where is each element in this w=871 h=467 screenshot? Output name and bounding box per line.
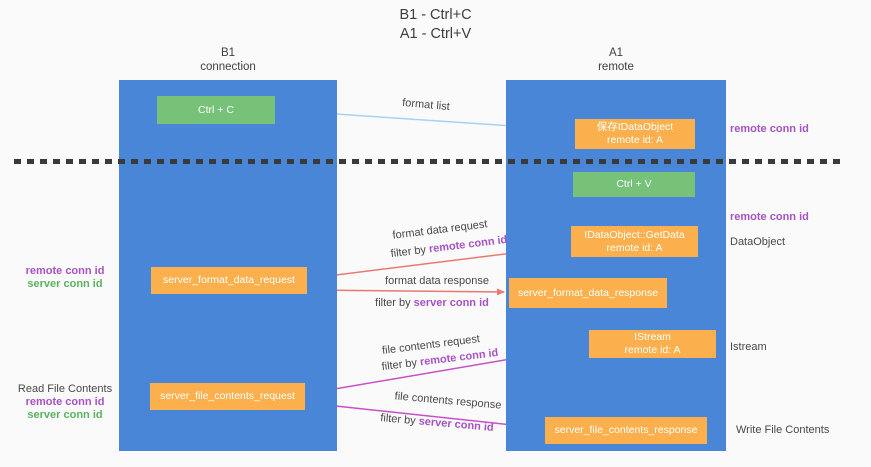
- node-server-file-contents-response: server_file_contents_response: [545, 417, 707, 444]
- node-ctrl-c-line-1: Ctrl + C: [198, 103, 234, 116]
- node-save-idataobject-line-2: remote id: A: [606, 134, 664, 146]
- node-save-idataobject-line-1: 保存IDataObject: [596, 121, 674, 133]
- column-title-a1: A1: [608, 47, 624, 59]
- title-line-2: A1 - Ctrl+V: [399, 26, 472, 42]
- format-list-label: format list: [402, 97, 451, 113]
- format-data-request-filter-label-part-2: remote conn id: [428, 233, 508, 256]
- column-subtitle-a1: remote: [598, 61, 634, 73]
- read-file-contents-label-line-1: Read File Contents: [17, 383, 113, 395]
- format-data-response-label-part-1: format data response: [385, 275, 489, 287]
- remote-conn-id-right-1: remote conn id: [730, 123, 809, 136]
- format-data-response-label: format data response: [385, 275, 489, 287]
- file-contents-response-filter-label: filter by server conn id: [380, 412, 494, 434]
- read-file-contents-label-line-2: remote conn id: [25, 396, 105, 408]
- node-idataobject-getdata-line-1: IDataObject::GetData: [584, 228, 685, 241]
- dashed-divider: [14, 159, 846, 164]
- istream-label-line-1: Istream: [730, 341, 767, 353]
- node-ctrl-v: Ctrl + V: [573, 172, 695, 197]
- node-server-format-data-response-line-1: server_format_data_response: [517, 286, 659, 299]
- diagram-title: B1 - Ctrl+C A1 - Ctrl+V: [0, 6, 871, 44]
- node-server-file-contents-request-line-1: server_file_contents_request: [160, 390, 295, 402]
- node-ctrl-c: Ctrl + C: [157, 96, 275, 124]
- format-data-response-filter-label-part-2: server conn id: [413, 297, 489, 309]
- file-contents-request-filter-label-part-1: filter by: [381, 356, 421, 374]
- node-server-format-data-request-line-1: server_format_data_request: [163, 274, 295, 286]
- file-contents-response-filter-label-part-2: server conn id: [418, 415, 495, 434]
- format-list-label-part-1: format list: [401, 96, 451, 114]
- file-contents-response-label-part-1: file contents response: [394, 390, 502, 412]
- node-ctrl-v-line-1: Ctrl + V: [616, 178, 652, 190]
- file-contents-response-label: file contents response: [394, 390, 502, 411]
- remote-conn-id-right-1-line-1: remote conn id: [730, 123, 809, 135]
- column-subtitle-b1: connection: [200, 61, 256, 73]
- title-line-1: B1 - Ctrl+C: [399, 7, 472, 23]
- remote-conn-id-right-2: remote conn id: [730, 211, 809, 224]
- column-header-a1: A1 remote: [506, 46, 726, 74]
- column-title-b1: B1: [220, 47, 236, 59]
- write-file-contents-label: Write File Contents: [736, 424, 829, 437]
- conn-ids-left-1-line-1: remote conn id: [25, 265, 105, 277]
- dataobject-label-line-1: DataObject: [730, 236, 786, 248]
- remote-conn-id-right-2-line-1: remote conn id: [730, 211, 809, 223]
- conn-ids-left-1-line-2: server conn id: [27, 278, 103, 290]
- istream-label: Istream: [730, 341, 767, 354]
- dataobject-label: DataObject: [730, 236, 785, 249]
- format-data-response-arrow: [308, 288, 505, 296]
- node-server-format-data-request: server_format_data_request: [151, 267, 307, 294]
- node-server-format-data-response: server_format_data_response: [509, 278, 667, 308]
- write-file-contents-label-line-1: Write File Contents: [736, 424, 830, 436]
- format-data-response-filter-label: filter by server conn id: [375, 297, 489, 309]
- read-file-contents-label-line-3: server conn id: [27, 409, 103, 421]
- column-header-b1: B1 connection: [119, 46, 337, 74]
- format-data-request-filter-label-part-1: filter by: [390, 243, 430, 261]
- format-data-response-filter-label-part-1: filter by: [375, 297, 414, 309]
- file-contents-response-filter-label-part-1: filter by: [379, 412, 420, 428]
- node-idataobject-getdata-line-2: remote id: A: [606, 241, 663, 254]
- node-server-file-contents-response-line-1: server_file_contents_response: [554, 424, 698, 436]
- node-server-file-contents-request: server_file_contents_request: [150, 383, 305, 410]
- node-istream-line-2: remote id: A: [624, 344, 681, 356]
- node-istream-line-1: IStream: [634, 331, 671, 343]
